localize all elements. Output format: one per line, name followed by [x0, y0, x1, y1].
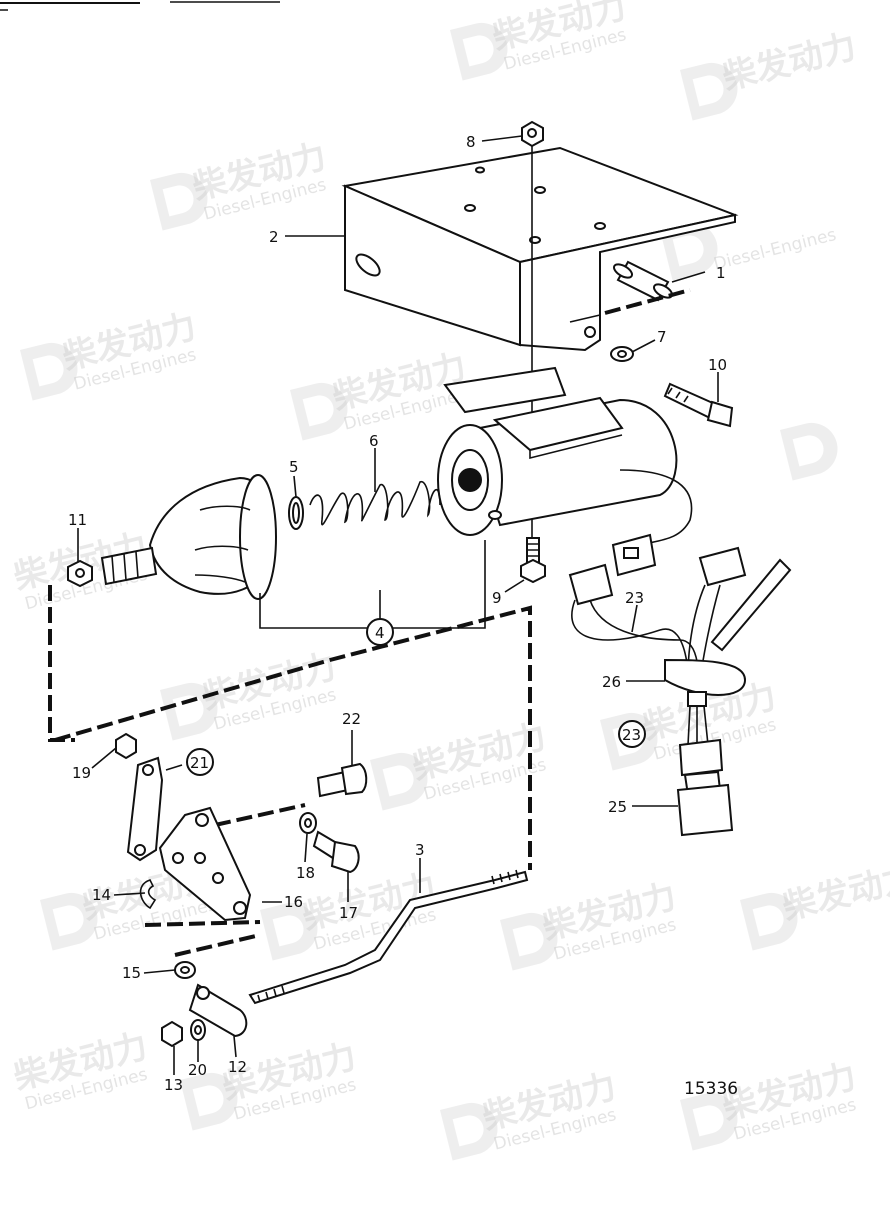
nut-11-part: [67, 559, 93, 588]
spring-part: [309, 481, 441, 526]
bolt-17-part: [312, 830, 360, 874]
callout-19: 19: [72, 764, 91, 782]
washer-20-part: [190, 1019, 206, 1041]
callout-8: 8: [466, 133, 476, 151]
callout-labels: 8 2 1 7 10 6 5 11 9 23 4 26 22 22 21 23 …: [68, 133, 727, 1094]
spacer-sleeve-part: [612, 260, 674, 302]
washer-18-part: [299, 812, 317, 834]
callout-18: 18: [296, 864, 315, 882]
callout-20: 20: [188, 1061, 207, 1079]
washer-part: [610, 346, 634, 362]
callout-circle-23-text: 23: [622, 726, 641, 744]
callout-11: 11: [68, 511, 87, 529]
watermark-logo-icon: [740, 893, 798, 951]
diaphragm-housing-part: [100, 474, 277, 600]
scan-edge-lines: [0, 1, 280, 11]
watermark-logo-icon: [500, 913, 558, 971]
callout-17: 17: [339, 904, 358, 922]
mounting-plate-part: [158, 806, 252, 922]
callout-2: 2: [269, 228, 279, 246]
watermark-logo-icon: [440, 1103, 498, 1161]
callout-circle-23: [618, 720, 646, 748]
watermark-logo-icon: [20, 343, 78, 401]
bolt-22-part: [316, 762, 368, 798]
watermark-logo-icon: [680, 1093, 738, 1151]
circlip-part: [288, 496, 304, 530]
callout-16: 16: [284, 893, 303, 911]
clip-part: [139, 879, 157, 910]
callout-4: 4: [375, 624, 385, 642]
nut-19-part: [115, 732, 137, 760]
callout-13: 13: [164, 1076, 183, 1094]
watermark-logo-icon: [660, 223, 718, 281]
callout-1: 1: [716, 264, 726, 282]
callout-22: 22: [342, 710, 361, 728]
callout-21: 21: [190, 754, 209, 772]
ball-joint-part: [188, 983, 248, 1038]
callout-14: 14: [92, 886, 111, 904]
washer-15-part: [174, 961, 196, 979]
watermark-logo-icon: [450, 23, 508, 81]
watermark-logo-icon: [780, 423, 838, 481]
callout-12: 12: [228, 1058, 247, 1076]
control-rod-part: [248, 869, 529, 1005]
callout-3: 3: [415, 841, 425, 859]
watermark-brand-cn: 柴发动力: [779, 856, 890, 928]
lever-arm-part: [126, 756, 164, 862]
watermark-logo-icon: [290, 383, 348, 441]
lower-bolt-part: [520, 537, 546, 584]
figure-number: 15336: [684, 1079, 738, 1099]
bolt-10-part: [663, 382, 734, 428]
callout-10: 10: [708, 356, 727, 374]
callout-5: 5: [289, 458, 299, 476]
wiring-harness-part: [568, 533, 792, 837]
callout-25: 25: [608, 798, 627, 816]
callout-15: 15: [122, 964, 141, 982]
callout-6: 6: [369, 432, 379, 450]
circled-callouts: [186, 618, 646, 776]
watermark-logo-icon: [180, 1073, 238, 1131]
mounting-bracket-part: [341, 146, 739, 352]
nut-13-part: [161, 1020, 183, 1048]
actuator-solenoid-part: [437, 366, 693, 546]
callout-circle-21: [186, 748, 214, 776]
leader-lines: [77, 135, 719, 1075]
watermark-logo-icon: [260, 903, 318, 961]
callout-7: 7: [657, 328, 667, 346]
watermark-logo-icon: [370, 753, 428, 811]
callout-9: 9: [492, 589, 502, 607]
watermark-brand-en: Diesel-Engines: [712, 225, 839, 275]
watermark-logo-icon: [150, 173, 208, 231]
watermark-logo-icon: [680, 63, 738, 121]
callout-circle-4: [366, 618, 394, 646]
callout-26: 26: [602, 673, 621, 691]
watermark-brand-cn: 柴发动力: [719, 26, 861, 98]
watermark-logo-icon: [40, 893, 98, 951]
callout-24: 23: [625, 589, 644, 607]
top-nut-part: [521, 120, 544, 148]
